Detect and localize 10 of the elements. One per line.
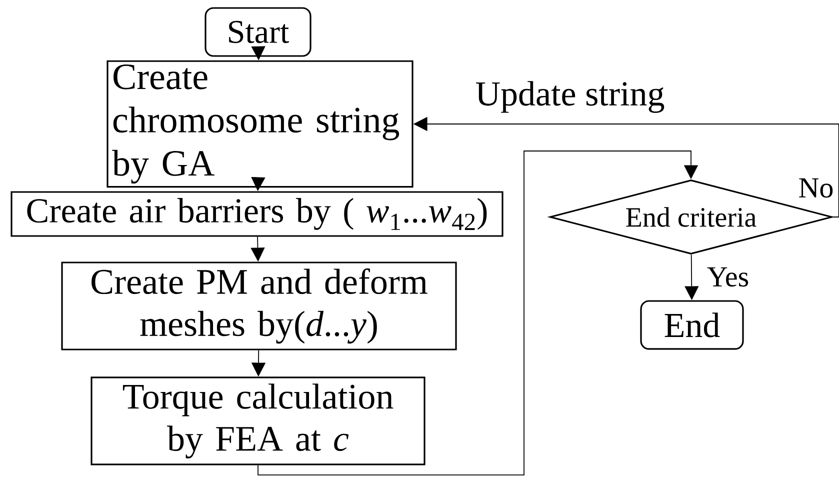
line-label: Update string xyxy=(476,81,664,113)
process-box: Create air barriers by ( w$_{1}$...w$_{42}$) xyxy=(10,191,504,237)
end-terminal: End xyxy=(640,300,744,350)
edge-label: Yes xyxy=(707,267,748,287)
edge-label: No xyxy=(799,178,833,198)
arrow xyxy=(258,150,698,476)
process-box: Create PM and deform meshes by(d...y) xyxy=(61,262,457,350)
process-box: Torque calculation by FEA at c xyxy=(90,376,426,466)
start-terminal: Start xyxy=(204,7,312,57)
process-box: Create chromosome string by GA xyxy=(106,60,414,188)
